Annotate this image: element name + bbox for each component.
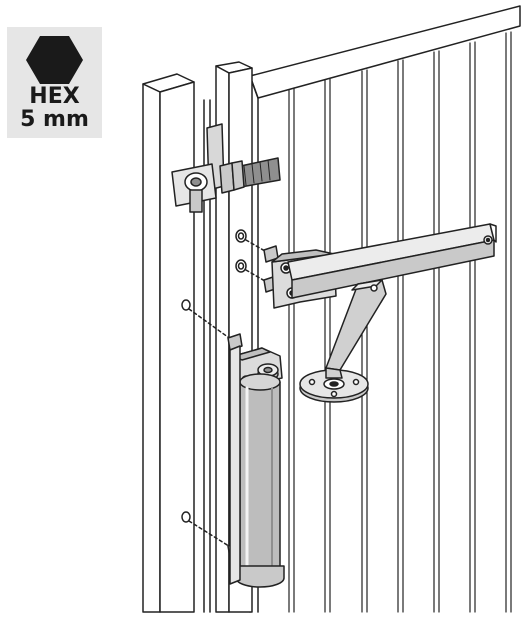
tool-badge: HEX 5 mm [7,27,102,138]
tool-size-label: 5 mm [20,107,89,132]
hexagon-icon [26,36,83,84]
gate-leaf [249,5,521,613]
gate-post [142,73,211,613]
gate-closer-cylinder [229,345,285,588]
closer-arm [287,223,497,299]
tool-type-label: HEX [29,84,80,109]
mounting-plate [299,367,369,403]
hinge [171,123,281,213]
link-arm [325,279,387,371]
